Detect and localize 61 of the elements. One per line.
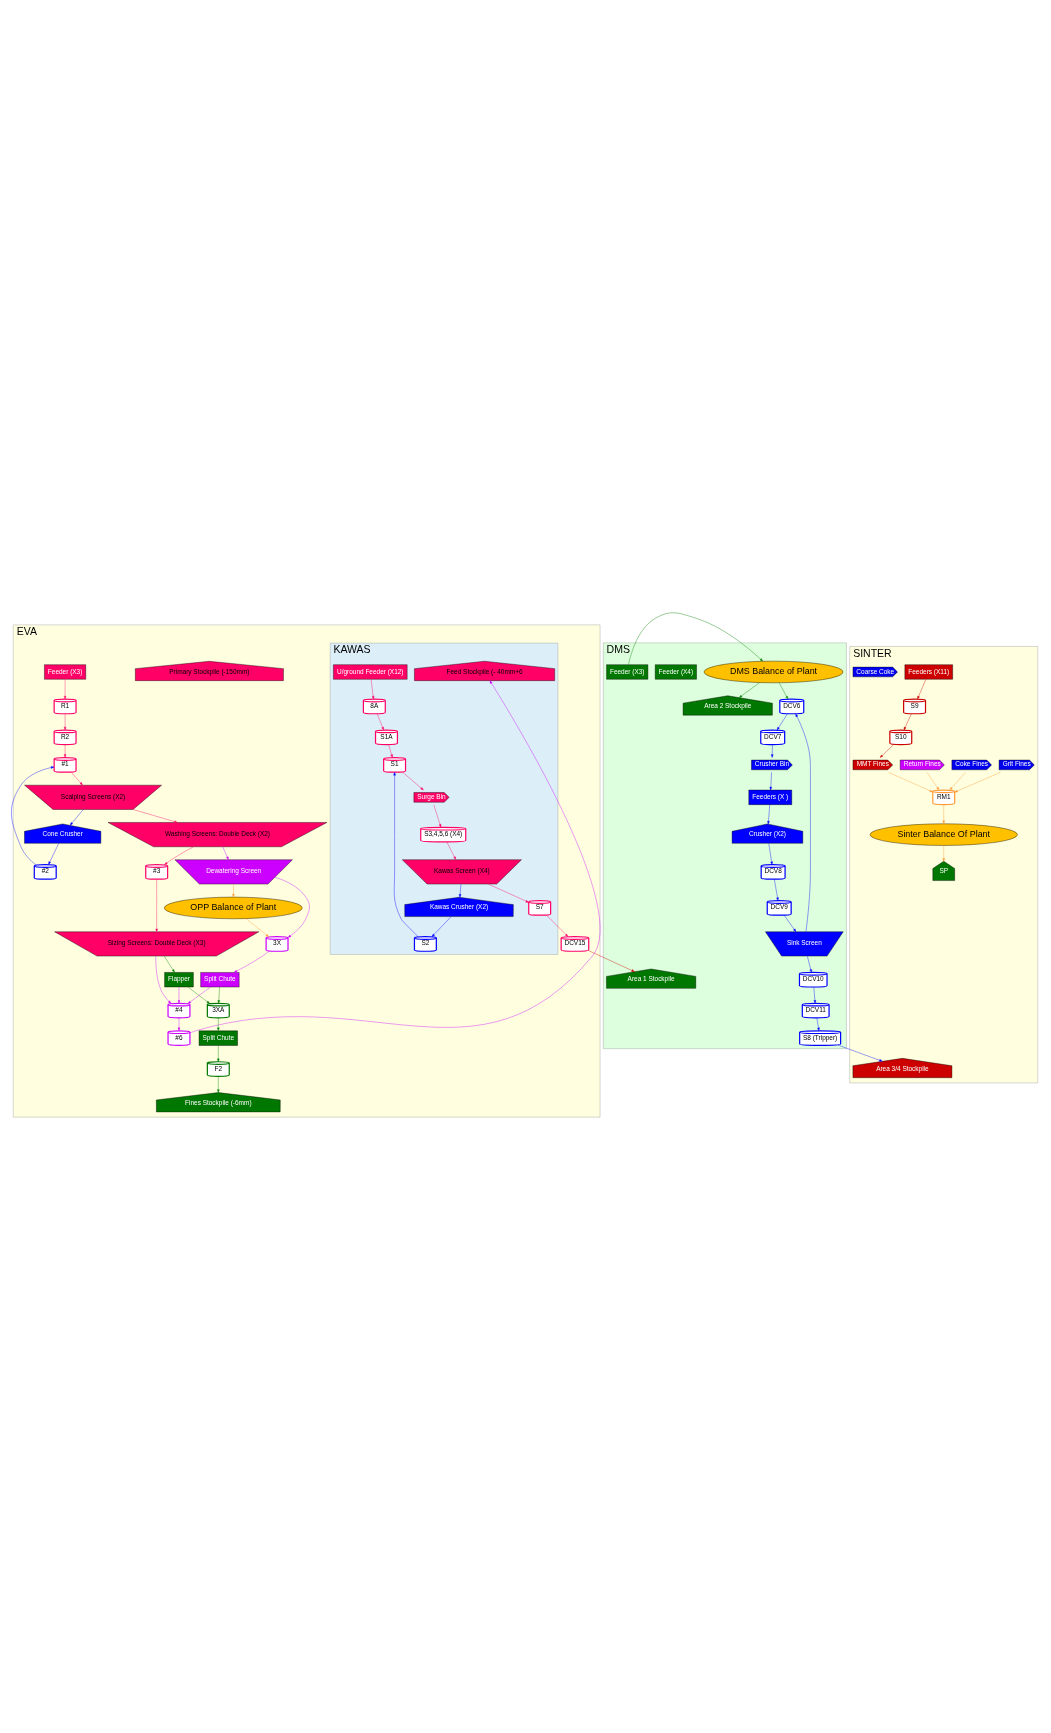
arrow bbox=[768, 843, 773, 865]
arrow bbox=[233, 950, 270, 973]
arrow bbox=[189, 680, 601, 1034]
arrow bbox=[917, 679, 927, 700]
arrow bbox=[217, 1045, 220, 1062]
arrow bbox=[813, 986, 817, 1004]
arrow bbox=[217, 1076, 220, 1093]
arrow bbox=[771, 744, 774, 758]
arrow bbox=[71, 772, 83, 786]
arrow bbox=[217, 986, 221, 1004]
arrow bbox=[11, 766, 55, 866]
arrow bbox=[767, 804, 770, 825]
arrow bbox=[779, 682, 789, 700]
arrow bbox=[63, 713, 67, 731]
arrow bbox=[738, 682, 760, 698]
arrow bbox=[370, 679, 375, 700]
arrow bbox=[903, 713, 912, 731]
arrow bbox=[837, 1044, 883, 1062]
arrow bbox=[217, 1017, 220, 1031]
arrow bbox=[177, 1017, 181, 1031]
arrow bbox=[155, 956, 172, 1004]
arrow bbox=[588, 950, 635, 972]
arrow bbox=[155, 879, 158, 932]
arrow bbox=[177, 986, 181, 1004]
arrow bbox=[628, 612, 763, 665]
arrow bbox=[376, 713, 384, 731]
arrow bbox=[458, 884, 462, 898]
arrow bbox=[942, 845, 945, 862]
arrow bbox=[232, 884, 235, 898]
arrow bbox=[164, 846, 194, 865]
arrow bbox=[546, 915, 569, 937]
arrow bbox=[69, 809, 84, 826]
arrow bbox=[446, 841, 456, 860]
arrow bbox=[431, 916, 452, 937]
arrow bbox=[402, 771, 424, 791]
arrow bbox=[488, 883, 529, 903]
arrow bbox=[774, 879, 779, 901]
arrow bbox=[222, 846, 229, 860]
arrow bbox=[274, 877, 310, 938]
arrow bbox=[388, 744, 393, 758]
arrow bbox=[954, 772, 1001, 793]
arrow bbox=[949, 772, 966, 791]
arrow bbox=[63, 744, 67, 758]
arrow bbox=[63, 679, 67, 700]
arrow bbox=[132, 809, 178, 823]
arrow bbox=[816, 1017, 820, 1031]
node-ellipse: Sinter Balance Of Plant bbox=[869, 823, 1018, 846]
arrow bbox=[942, 804, 945, 824]
arrow bbox=[164, 955, 175, 973]
arrow bbox=[888, 772, 933, 793]
arrow bbox=[776, 713, 788, 731]
arrow bbox=[246, 918, 269, 938]
arrow bbox=[769, 772, 772, 791]
arrow bbox=[783, 915, 797, 932]
arrow bbox=[807, 955, 812, 973]
arrow bbox=[926, 772, 940, 791]
arrow bbox=[393, 772, 419, 937]
arrow bbox=[795, 713, 811, 932]
arrow bbox=[48, 843, 59, 865]
arrow bbox=[433, 804, 442, 828]
arrow bbox=[879, 744, 894, 758]
